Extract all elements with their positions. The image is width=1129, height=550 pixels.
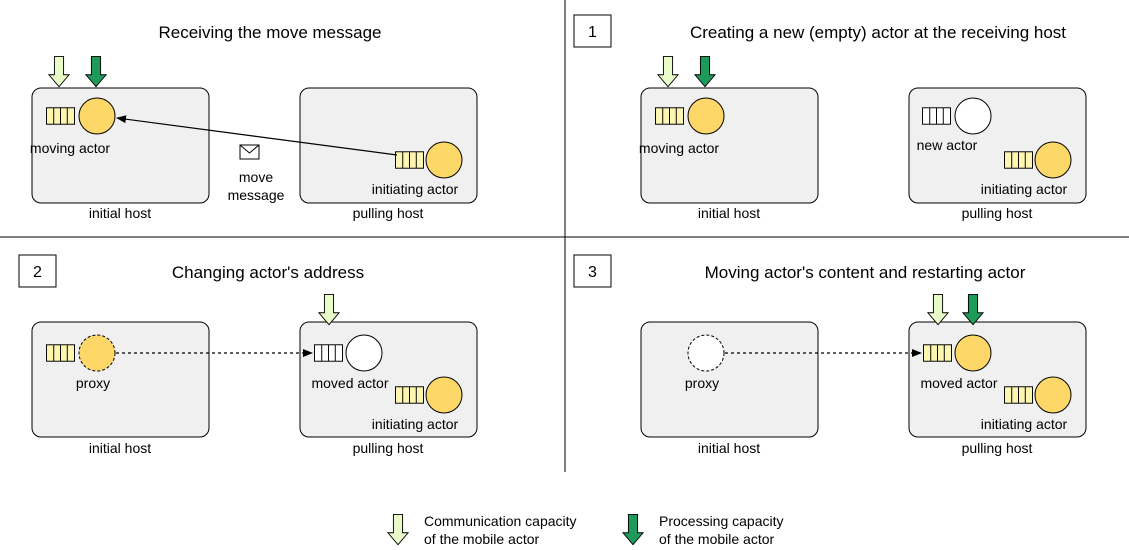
- moving-actor-circle: [687, 97, 725, 135]
- pulling-host-label: pulling host: [962, 440, 1033, 456]
- initiating-actor-circle: [425, 376, 463, 414]
- initiating-actor-circle: [425, 141, 463, 179]
- step-number-box: [18, 254, 57, 288]
- pulling-host-label: pulling host: [962, 205, 1033, 221]
- processing-capacity-arrow-icon: [85, 55, 107, 88]
- message-queue: [1004, 386, 1033, 404]
- envelope-icon: [239, 144, 260, 160]
- panel-moving-content: 3 Moving actor's content and restarting …: [573, 254, 1087, 456]
- panel-title: Receiving the move message: [158, 23, 381, 42]
- pulling-host-label: pulling host: [353, 205, 424, 221]
- proxy-label: proxy: [76, 375, 110, 391]
- initial-host-label: initial host: [698, 440, 760, 456]
- proxy-circle: [687, 334, 725, 372]
- panel-changing-address: 2 Changing actor's address proxy moved a…: [18, 254, 478, 456]
- communication-capacity-arrow-icon: [48, 55, 70, 88]
- initial-host-box: [31, 321, 210, 438]
- new-actor-label: new actor: [917, 137, 978, 153]
- legend-communication-label: Communication capacity: [424, 513, 577, 529]
- panel-creating-new-actor: 1 Creating a new (empty) actor at the re…: [573, 14, 1087, 221]
- new-actor-circle: [954, 97, 992, 135]
- legend-communication-label: of the mobile actor: [424, 531, 540, 547]
- pulling-host-label: pulling host: [353, 440, 424, 456]
- moved-actor-label: moved actor: [920, 375, 997, 391]
- initiating-actor-label: initiating actor: [981, 416, 1068, 432]
- step-number: 1: [588, 24, 597, 41]
- communication-capacity-legend-icon: [387, 513, 409, 546]
- moved-actor-circle: [345, 334, 383, 372]
- message-queue: [1004, 151, 1033, 169]
- step-number-box: [573, 14, 612, 48]
- initial-host-label: initial host: [89, 440, 151, 456]
- moved-actor-label: moved actor: [311, 375, 388, 391]
- initial-host-label: initial host: [89, 205, 151, 221]
- message-queue: [314, 344, 343, 362]
- step-number: 2: [33, 264, 42, 281]
- initiating-actor-label: initiating actor: [981, 181, 1068, 197]
- message-queue: [923, 344, 952, 362]
- initiating-actor-label: initiating actor: [372, 416, 459, 432]
- legend-processing-label: Processing capacity: [659, 513, 784, 529]
- initiating-actor-circle: [1034, 141, 1072, 179]
- message-queue: [395, 151, 424, 169]
- move-message-label: move: [239, 169, 273, 185]
- moved-actor-circle: [954, 334, 992, 372]
- initial-host-label: initial host: [698, 205, 760, 221]
- proxy-circle: [78, 334, 116, 372]
- initiating-actor-circle: [1034, 376, 1072, 414]
- move-message-arrow: [116, 115, 398, 156]
- communication-capacity-arrow-icon: [318, 293, 340, 326]
- initial-host-box: [640, 321, 819, 438]
- panel-title: Changing actor's address: [172, 263, 364, 282]
- step-number-box: [573, 254, 612, 288]
- initiating-actor-label: initiating actor: [372, 181, 459, 197]
- moving-actor-circle: [78, 97, 116, 135]
- move-message-label: message: [228, 187, 285, 203]
- message-queue: [922, 107, 951, 125]
- processing-capacity-arrow-icon: [962, 293, 984, 326]
- message-queue: [46, 344, 75, 362]
- processing-capacity-legend-icon: [622, 513, 644, 546]
- legend-processing-label: of the mobile actor: [659, 531, 775, 547]
- step-number: 3: [588, 264, 597, 281]
- processing-capacity-arrow-icon: [694, 55, 716, 88]
- panel-title: Moving actor's content and restarting ac…: [705, 263, 1026, 282]
- message-queue: [395, 386, 424, 404]
- proxy-label: proxy: [685, 375, 719, 391]
- message-queue: [46, 107, 75, 125]
- moving-actor-label: moving actor: [30, 140, 110, 156]
- communication-capacity-arrow-icon: [927, 293, 949, 326]
- moving-actor-label: moving actor: [639, 140, 719, 156]
- panel-receiving-move-message: Receiving the move message moving actor …: [30, 23, 478, 221]
- initial-host-box: [31, 87, 210, 204]
- panel-title: Creating a new (empty) actor at the rece…: [690, 23, 1066, 42]
- initial-host-box: [640, 87, 819, 204]
- message-queue: [655, 107, 684, 125]
- legend: Communication capacity of the mobile act…: [387, 513, 784, 547]
- communication-capacity-arrow-icon: [657, 55, 679, 88]
